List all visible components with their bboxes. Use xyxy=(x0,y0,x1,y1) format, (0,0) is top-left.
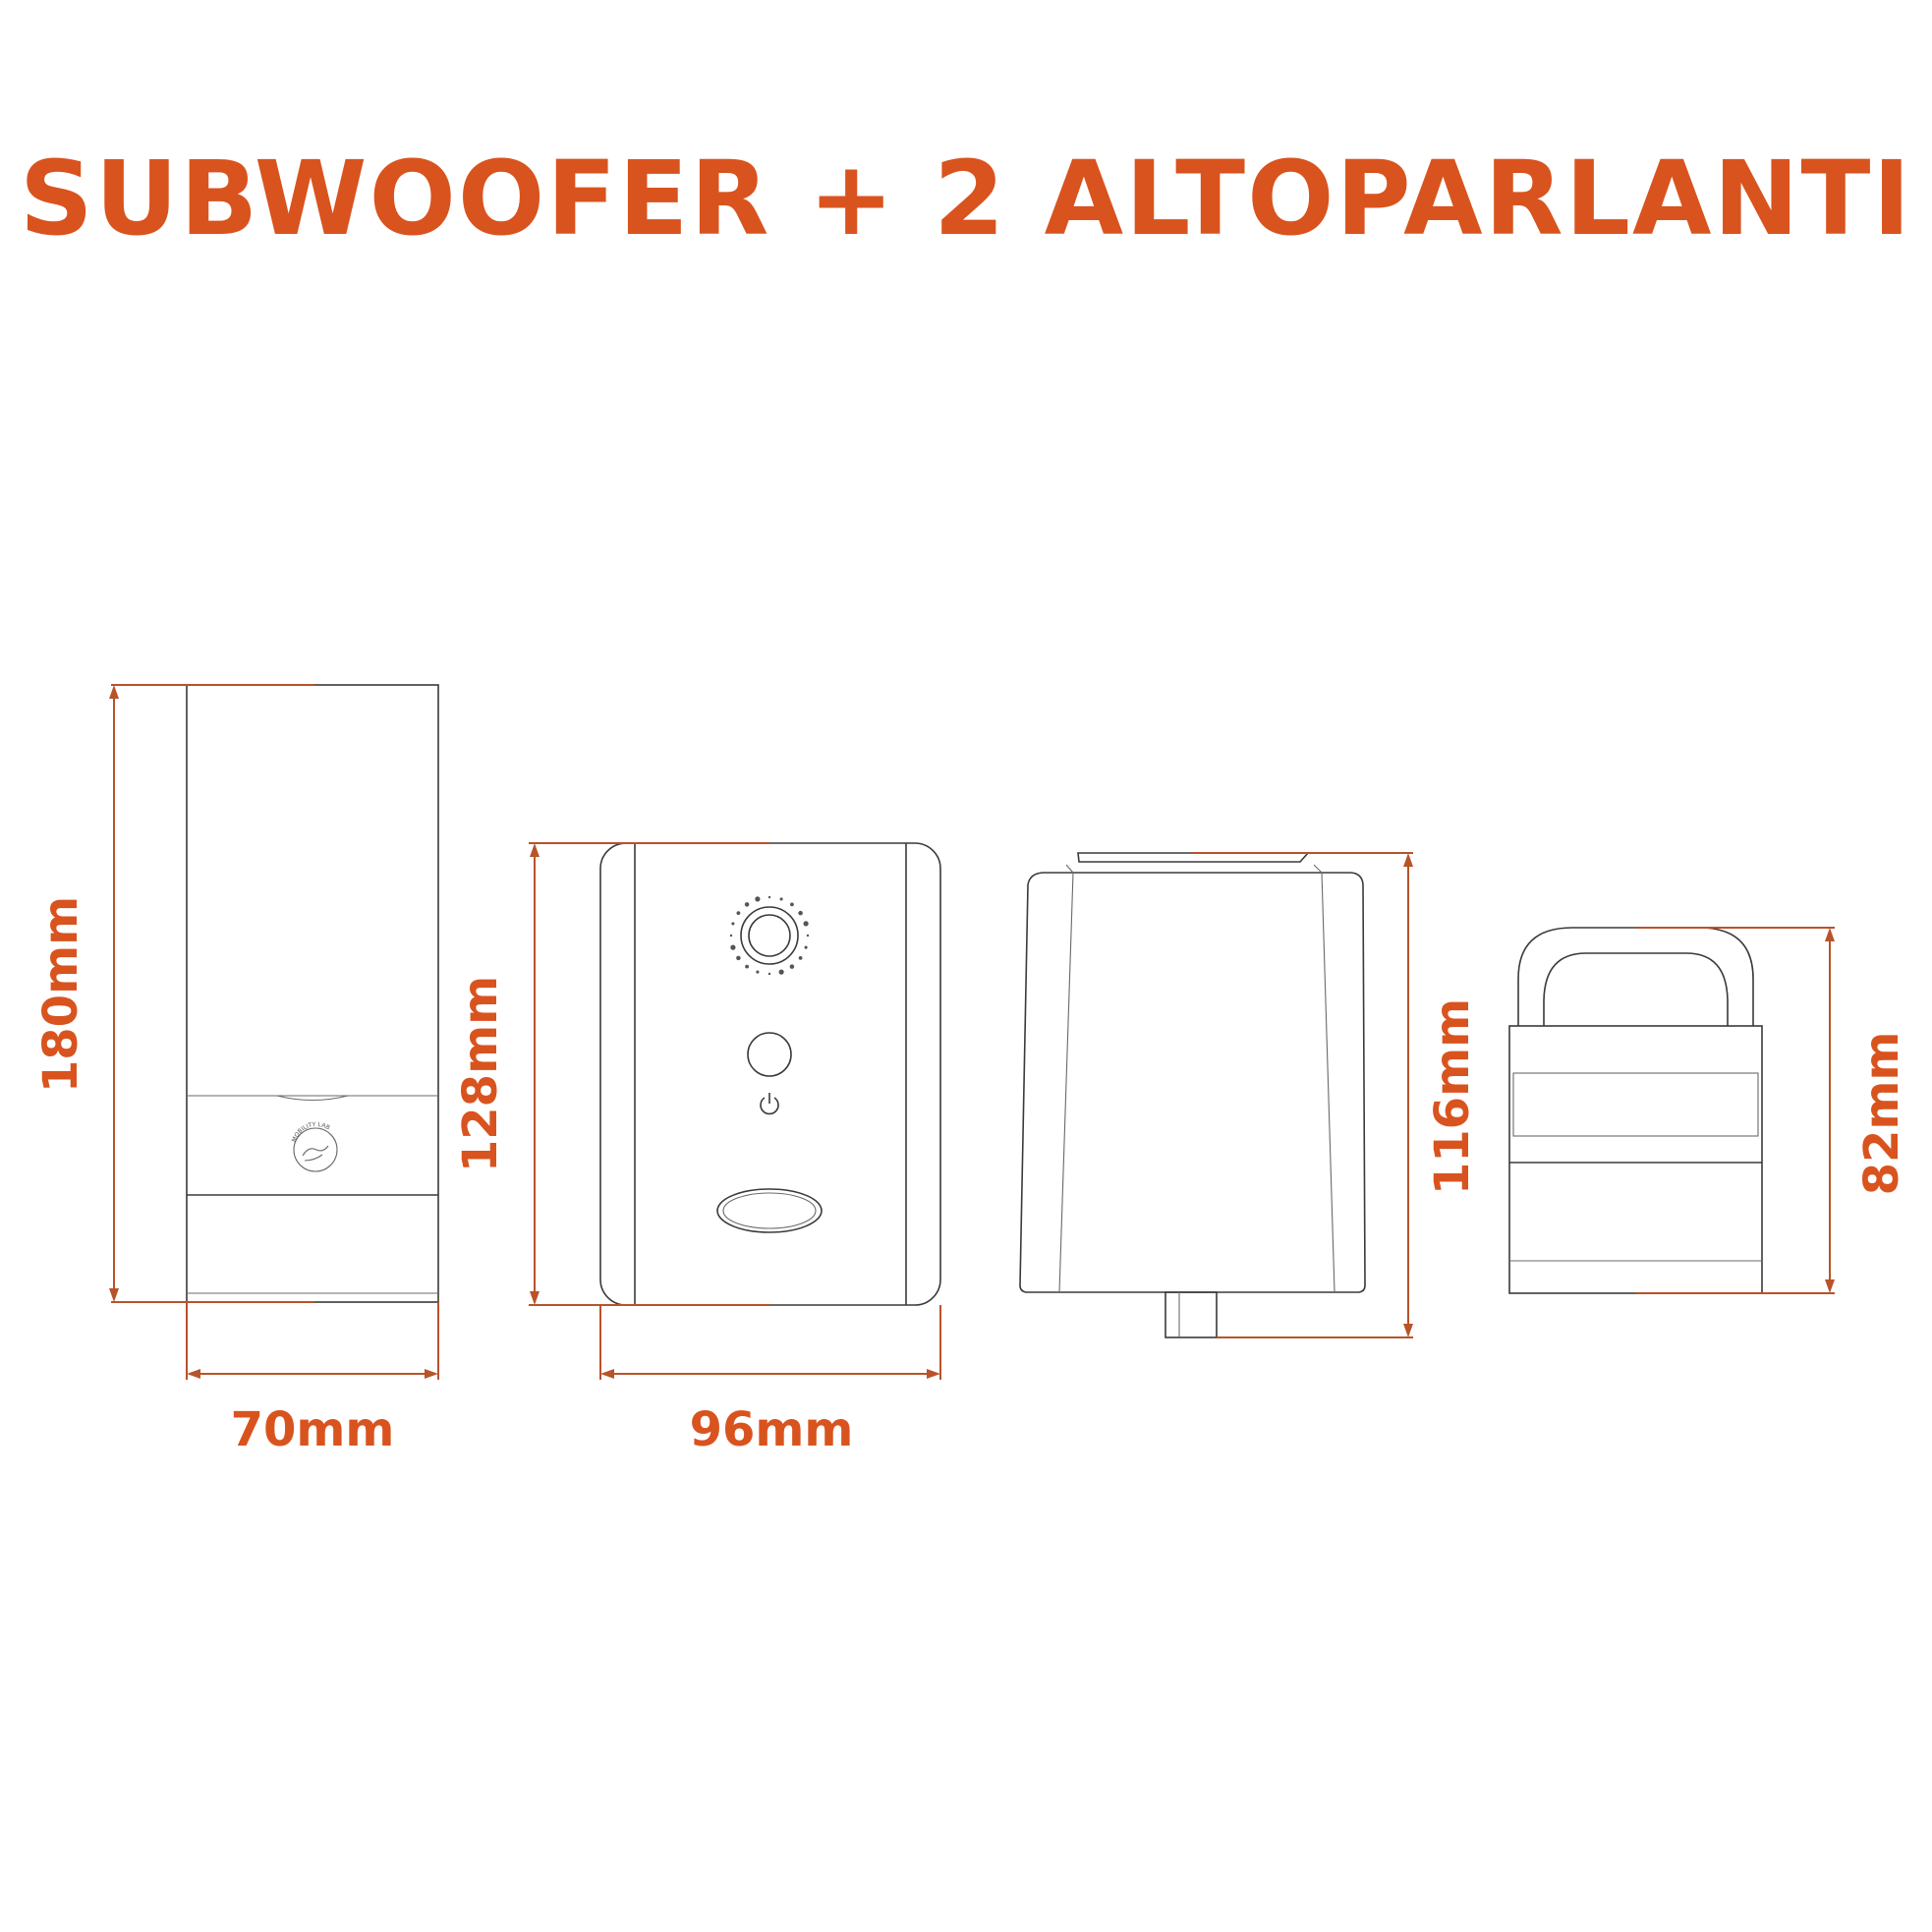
knob-dot xyxy=(744,902,750,907)
dim-label-side-height: 116mm xyxy=(1425,997,1480,1196)
logo-text: MOBILITY LAB xyxy=(291,1121,331,1143)
hand-logo-icon: MOBILITY LAB xyxy=(291,1121,338,1172)
power-icon xyxy=(760,1093,779,1115)
svg-text:MOBILITY LAB: MOBILITY LAB xyxy=(291,1121,331,1143)
subwoofer-outline: MOBILITY LAB xyxy=(186,684,439,1303)
dim-line-top-height xyxy=(1636,927,1835,1294)
knob-dot xyxy=(736,955,741,961)
side-connector xyxy=(1165,1291,1218,1338)
knob-dot xyxy=(790,902,794,907)
knob-dot xyxy=(730,944,736,950)
knob-dot xyxy=(803,921,809,927)
dim-label-top-height: 82mm xyxy=(1854,1031,1909,1196)
knob-dot xyxy=(778,969,784,975)
knob-dot xyxy=(731,922,735,926)
knob-dot xyxy=(756,970,760,974)
speaker-top-outline xyxy=(1508,927,1763,1294)
dim-label-speaker-height: 128mm xyxy=(453,975,508,1173)
knob-dot xyxy=(767,972,771,976)
knob-dot xyxy=(804,945,808,949)
page-title: SUBWOOFER + 2 ALTOPARLANTI xyxy=(19,139,1913,258)
dim-label-subwoofer-width: 70mm xyxy=(230,1402,395,1457)
speaker-side-outline xyxy=(1019,852,1366,1338)
knob-dot xyxy=(779,897,783,901)
volume-knob-icon xyxy=(729,895,810,976)
dim-line-subwoofer-height xyxy=(109,684,314,1303)
speaker-button xyxy=(747,1032,792,1077)
knob-dot xyxy=(736,911,741,915)
knob-dot xyxy=(806,934,810,938)
knob-dot xyxy=(798,910,803,916)
knob-dot xyxy=(767,895,771,899)
knob-dot xyxy=(798,956,803,960)
dim-line-speaker-width xyxy=(599,1305,941,1380)
knob-dot xyxy=(789,964,795,969)
dim-line-side-height xyxy=(1191,852,1413,1338)
knob-dot xyxy=(755,896,761,902)
speaker-port xyxy=(716,1188,823,1233)
speaker-front-outline xyxy=(599,842,941,1306)
dim-label-speaker-width: 96mm xyxy=(689,1402,854,1457)
dim-label-subwoofer-height: 180mm xyxy=(33,895,88,1094)
knob-dot xyxy=(729,934,733,938)
knob-dot xyxy=(745,964,749,969)
dim-line-subwoofer-width xyxy=(186,1302,439,1380)
dim-line-speaker-height xyxy=(529,842,769,1306)
